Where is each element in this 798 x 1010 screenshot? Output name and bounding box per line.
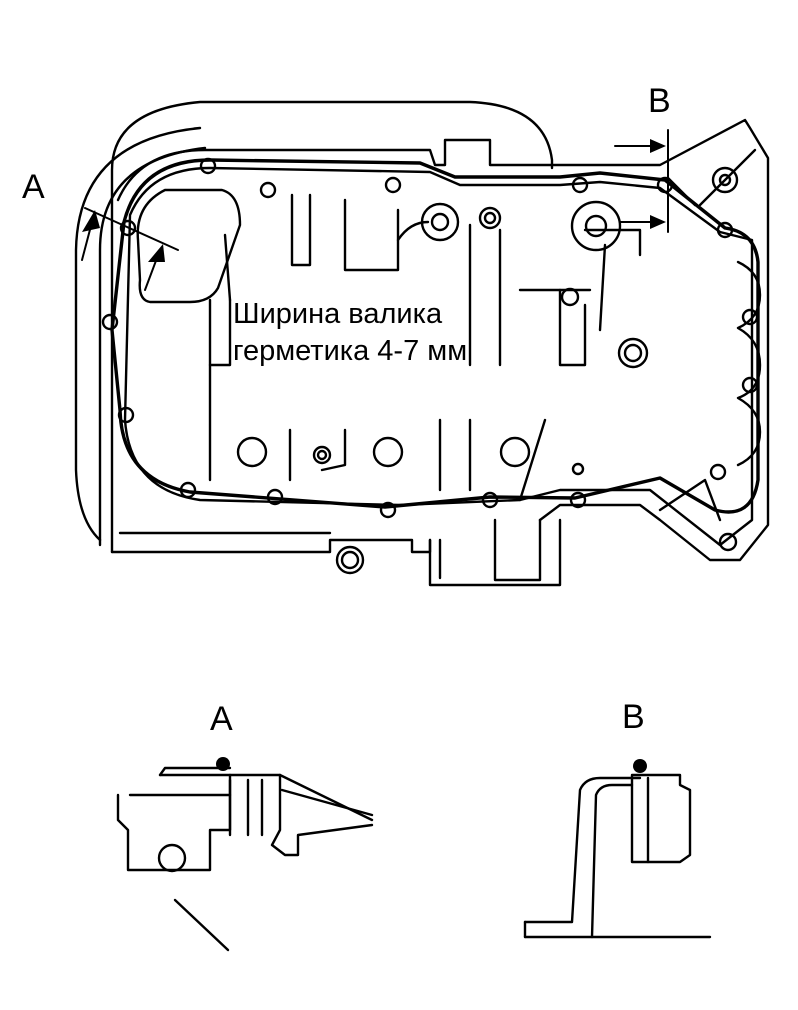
- label-b-detail: B: [622, 698, 645, 736]
- detail-b-section: [523, 773, 712, 939]
- detail-a-sealant-dot: [216, 757, 230, 771]
- bead-width-note-line1: Ширина валика: [233, 298, 443, 330]
- bead-width-note-line2: герметика 4-7 мм: [233, 335, 467, 367]
- oil-pan-body: [74, 100, 770, 587]
- label-a-main: A: [22, 168, 45, 206]
- detail-b-sealant-dot: [633, 759, 647, 773]
- detail-a-section: [116, 766, 374, 952]
- label-b-main: B: [648, 82, 671, 120]
- arrow-b-2: [650, 215, 666, 229]
- sealant-bead: [110, 158, 760, 514]
- bolt-holes: [101, 157, 759, 575]
- arrow-b-1: [650, 139, 666, 153]
- arrow-a-1: [82, 210, 100, 232]
- label-a-detail: A: [210, 700, 233, 738]
- arrow-a-2: [148, 244, 165, 262]
